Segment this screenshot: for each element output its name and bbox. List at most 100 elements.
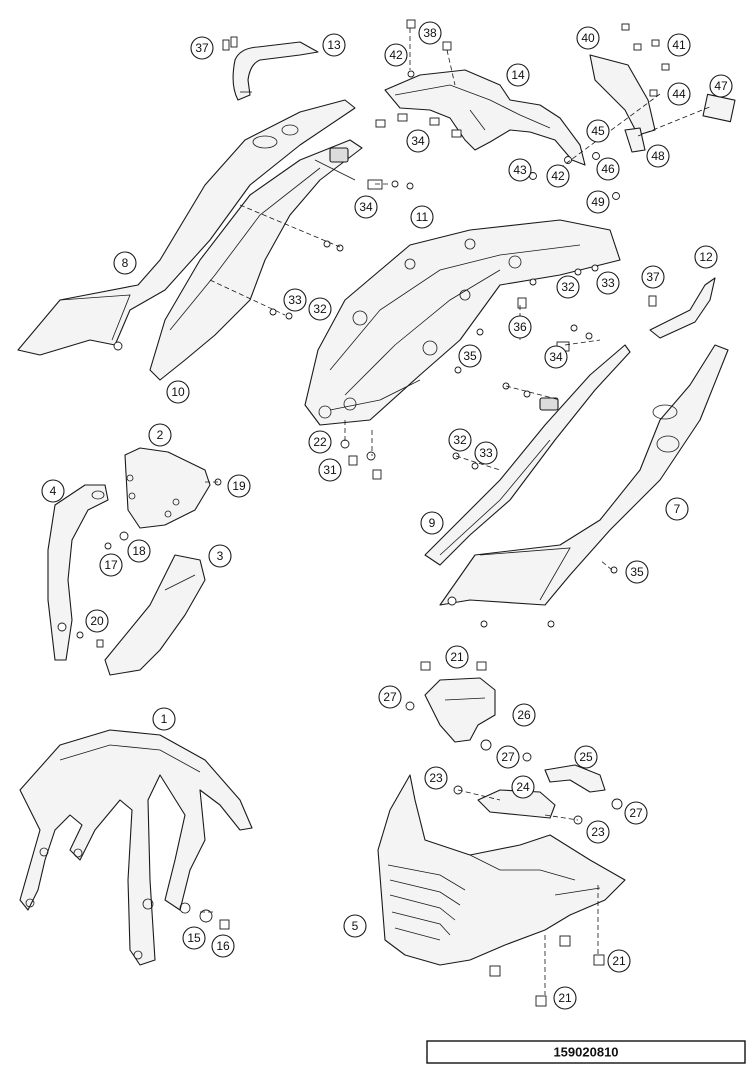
part-mount-bracket-upper [544,764,606,793]
svg-text:27: 27 [629,806,643,820]
svg-text:38: 38 [423,26,437,40]
callout-21: 21 [445,645,469,669]
callout-21c: 21 [553,986,577,1010]
svg-text:22: 22 [313,435,327,449]
svg-text:33: 33 [479,446,493,460]
callout-33: 33 [283,288,307,312]
part-headlight-plate [124,447,211,529]
callout-32: 32 [308,297,332,321]
svg-text:3: 3 [217,549,224,563]
svg-text:42: 42 [551,169,565,183]
svg-text:31: 31 [323,463,337,477]
callout-9: 9 [420,511,444,535]
svg-text:45: 45 [591,124,605,138]
part-right-side-panel [439,344,729,606]
svg-text:21: 21 [612,954,626,968]
callout-27: 27 [378,685,402,709]
callout-45: 45 [586,119,610,143]
svg-text:16: 16 [216,939,230,953]
part-mount-bracket-lower [477,789,556,819]
callout-7: 7 [665,497,689,521]
svg-text:37: 37 [195,41,209,55]
part-license-plate-holder [589,54,736,153]
svg-text:8: 8 [122,256,129,270]
callout-19: 19 [227,474,251,498]
svg-text:44: 44 [672,87,686,101]
svg-text:21: 21 [558,991,572,1005]
callout-47: 47 [709,74,733,98]
callout-18: 18 [127,539,151,563]
svg-text:48: 48 [651,149,665,163]
callout-11: 11 [410,205,434,229]
svg-text:12: 12 [699,250,713,264]
callout-21b: 21 [607,949,631,973]
callout-20: 20 [85,609,109,633]
callout-2: 2 [148,423,172,447]
svg-text:14: 14 [511,68,525,82]
callout-25: 25 [574,745,598,769]
callout-32c: 32 [448,428,472,452]
svg-text:25: 25 [579,750,593,764]
callout-27b: 27 [496,745,520,769]
svg-text:47: 47 [714,79,728,93]
callout-36: 36 [508,315,532,339]
part-left-inner-frame [149,139,363,381]
part-front-fender [19,729,253,966]
callout-10: 10 [166,380,190,404]
callout-34c: 34 [544,345,568,369]
svg-text:33: 33 [288,293,302,307]
svg-text:46: 46 [601,162,615,176]
svg-text:35: 35 [463,349,477,363]
callout-17: 17 [99,553,123,577]
svg-text:1: 1 [161,712,168,726]
svg-text:40: 40 [581,31,595,45]
callout-48: 48 [646,144,670,168]
svg-text:32: 32 [561,280,575,294]
svg-text:9: 9 [429,516,436,530]
callout-40: 40 [576,26,600,50]
hardware-fasteners [57,19,670,1007]
callout-3: 3 [208,544,232,568]
callout-22: 22 [308,430,332,454]
svg-text:36: 36 [513,320,527,334]
svg-text:19: 19 [232,479,246,493]
part-handle-bracket-right [649,277,716,339]
svg-text:18: 18 [132,544,146,558]
callout-43: 43 [508,158,532,182]
callout-26: 26 [512,703,536,727]
callouts: 13 37 38 42 14 40 41 47 34 44 45 46 48 4… [41,21,733,1010]
svg-text:23: 23 [429,771,443,785]
svg-text:17: 17 [104,558,118,572]
callout-35: 35 [458,344,482,368]
callout-44: 44 [667,82,691,106]
callout-42b: 42 [546,164,570,188]
callout-23b: 23 [586,820,610,844]
part-headlight-bracket [424,677,496,743]
svg-text:27: 27 [501,750,515,764]
part-handle-bracket-left [232,41,319,101]
part-front-nose-cowl [377,774,626,966]
svg-text:13: 13 [327,38,341,52]
svg-text:34: 34 [411,134,425,148]
svg-text:32: 32 [453,433,467,447]
callout-1: 1 [152,707,176,731]
svg-text:11: 11 [416,210,429,224]
callout-12: 12 [694,245,718,269]
callout-24: 24 [511,775,535,799]
callout-37: 37 [190,36,214,60]
part-rear-tail-section [384,69,586,166]
svg-text:23: 23 [591,825,605,839]
callout-31: 31 [318,458,342,482]
svg-text:4: 4 [50,484,57,498]
callout-5: 5 [343,914,367,938]
diagram-code-text: 159020810 [553,1045,618,1060]
part-left-side-panel [17,99,356,356]
svg-text:42: 42 [389,48,403,62]
part-right-inner-frame [424,344,631,566]
callout-4: 4 [41,479,65,503]
part-left-fairing-piece [47,484,109,661]
callout-34b: 34 [354,195,378,219]
svg-text:5: 5 [352,919,359,933]
callout-38: 38 [418,21,442,45]
callout-14: 14 [506,63,530,87]
